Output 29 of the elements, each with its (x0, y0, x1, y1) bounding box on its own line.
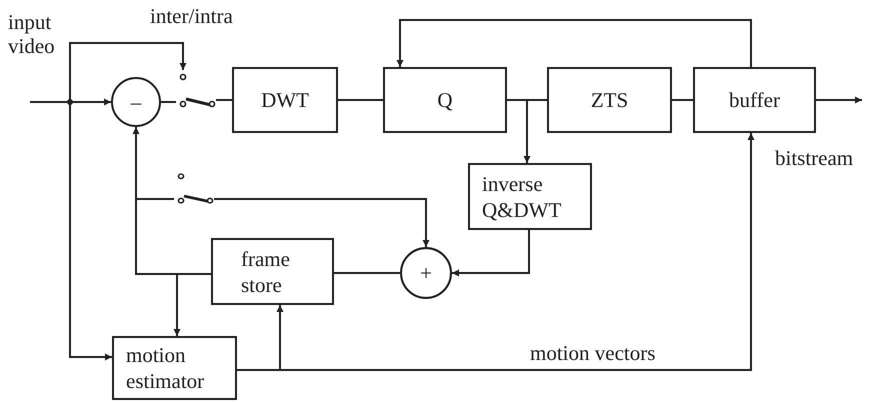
box-label: inverse Q&DWT (482, 170, 562, 222)
box-label: motion estimator (126, 342, 206, 394)
operator-sign: – (130, 89, 142, 115)
arrow (452, 230, 530, 276)
box-label: ZTS (590, 87, 628, 113)
box-label: Q (437, 87, 453, 113)
arrow (30, 98, 111, 106)
signal-label: input video (8, 10, 56, 58)
box-label: frame store (241, 246, 291, 298)
arrow (214, 198, 430, 247)
edge-label: motion vectors (530, 341, 656, 365)
operator-sign: + (420, 260, 432, 286)
arrow (396, 19, 752, 67)
arrow (507, 99, 530, 163)
switch-label: inter/intra (150, 4, 233, 28)
arrow (69, 102, 112, 360)
process-box (547, 67, 672, 133)
box-label: buffer (729, 87, 780, 113)
box-label: DWT (261, 87, 309, 113)
process-box (211, 238, 334, 305)
arrow (69, 42, 186, 102)
process-box (232, 67, 338, 133)
arrow (816, 96, 862, 104)
arrow (174, 273, 211, 336)
process-box (693, 67, 816, 133)
process-box (383, 67, 507, 133)
process-box (112, 336, 237, 400)
process-box (468, 163, 592, 230)
edge-label: bitstream (775, 146, 854, 170)
